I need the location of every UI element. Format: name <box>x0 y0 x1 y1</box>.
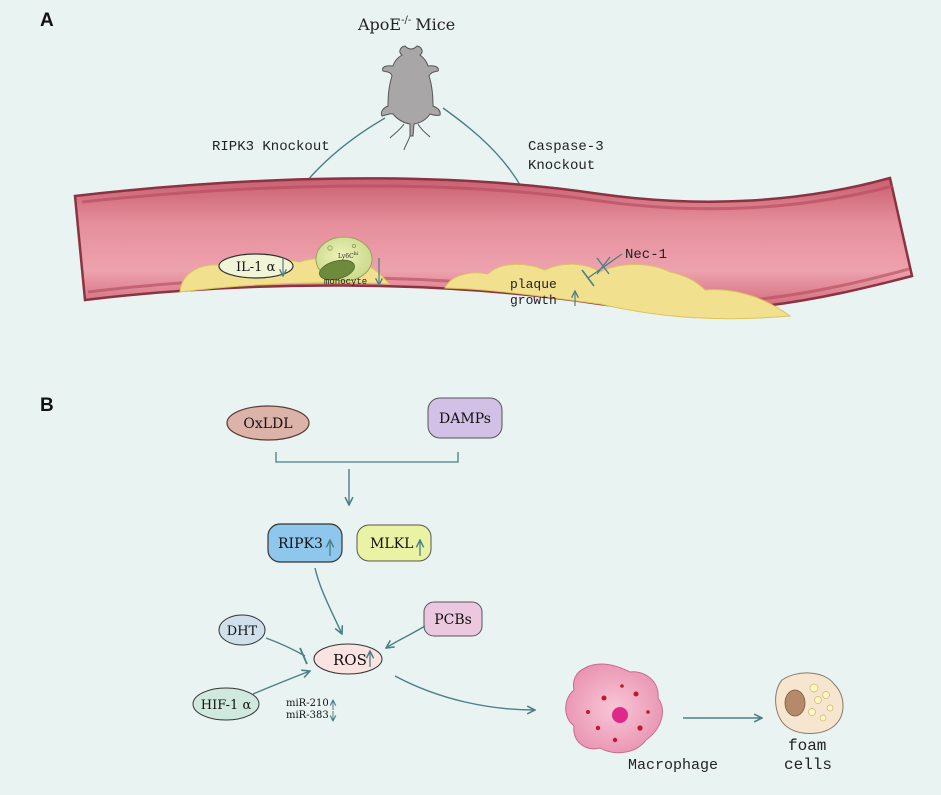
cells-label: cells <box>784 756 832 774</box>
mir210-label: miR-210 <box>286 698 329 709</box>
ros-label: ROS <box>333 651 367 669</box>
oxldl-node <box>226 405 310 441</box>
plaque-right <box>444 263 792 320</box>
pcbs-node <box>423 601 483 637</box>
macrophage-label: Macrophage <box>628 757 718 774</box>
il1a-node <box>218 253 294 279</box>
merge-bracket <box>275 452 459 463</box>
mouse-icon <box>380 45 441 151</box>
ros-node <box>313 643 383 675</box>
dht-label: DHT <box>227 624 258 639</box>
caspase3-knockout-label: Knockout <box>528 158 595 174</box>
nec1-label: Nec-1 <box>625 247 667 263</box>
dht-node <box>218 614 266 646</box>
ripk3-label: RIPK3 <box>278 536 323 552</box>
ripk3-ros-arrow <box>314 567 342 634</box>
monocyte-label: monocyte <box>324 277 367 287</box>
mlkl-label: MLKL <box>370 536 413 552</box>
hif1a-label: HIF-1 α <box>201 698 252 713</box>
il1a-label: IL-1 α <box>236 260 276 275</box>
pcbs-ros-arrow <box>386 625 426 648</box>
caspase3-label: Caspase-3 <box>528 139 604 155</box>
ly6c-label: Ly6Chi <box>338 251 359 260</box>
nec1-inhibit-bar <box>581 269 595 287</box>
pcbs-label: PCBs <box>434 612 472 628</box>
mir383-label: miR-383 <box>286 710 329 721</box>
oxldl-label: OxLDL <box>243 416 292 432</box>
nec1-inhibit-line <box>587 253 623 279</box>
dht-inhibit-bar <box>299 647 308 665</box>
panel-a-label: A <box>40 10 54 31</box>
damps-node <box>427 397 503 439</box>
foam-label: foam <box>788 737 826 755</box>
growth-label: growth <box>510 293 557 308</box>
hif1a-node <box>192 687 260 721</box>
foam-cell <box>775 672 844 734</box>
nec1-cross-icon <box>596 256 611 275</box>
ros-macrophage-arrow <box>394 675 535 710</box>
dht-inhibit-line <box>265 637 306 657</box>
damps-label: DAMPs <box>439 411 491 427</box>
panel-b-label: B <box>40 395 54 416</box>
ripk3-knockout-label: RIPK3 Knockout <box>212 139 330 155</box>
mouse-label: ApoE-/-Mice <box>357 15 455 34</box>
macrophage-cell <box>565 663 663 754</box>
mlkl-node <box>356 524 432 562</box>
ripk3-node <box>267 523 343 563</box>
hif1a-ros-arrow <box>252 671 310 695</box>
monocyte-cell <box>315 236 373 282</box>
plaque-label: plaque <box>510 277 557 292</box>
